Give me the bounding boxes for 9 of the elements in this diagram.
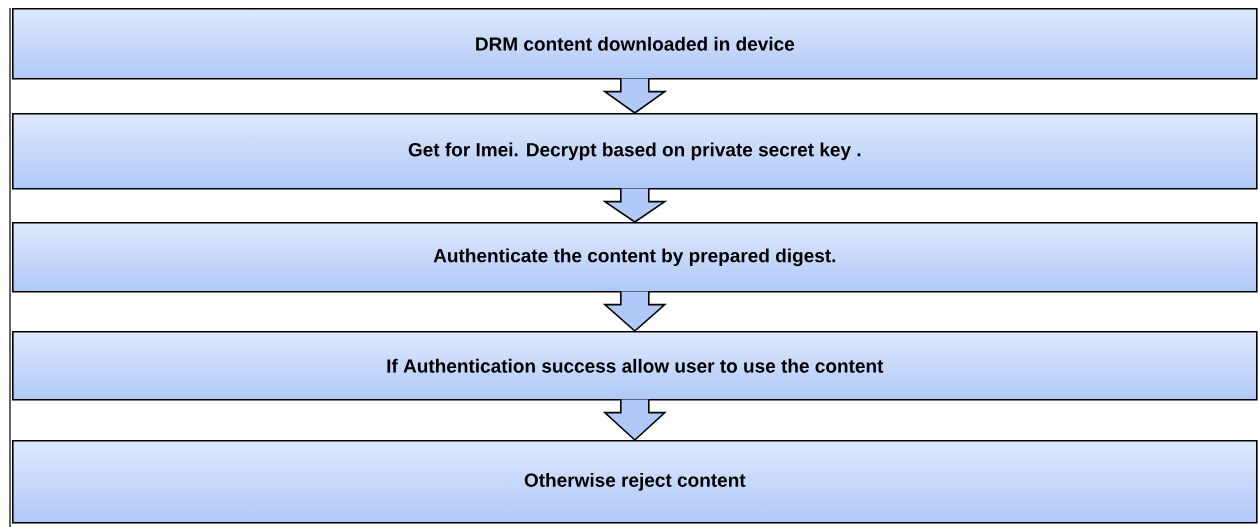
arrow (602, 290, 667, 333)
process-box: DRM content downloaded in device (12, 8, 1258, 80)
arrow (602, 187, 668, 223)
process-box: Otherwise reject content (12, 440, 1258, 524)
process-box: Get for Imei. Decrypt based on private secret key . (12, 113, 1258, 190)
arrow (602, 77, 668, 114)
process-box: Authenticate the content by prepared digest. (12, 222, 1258, 293)
process-box: If Authentication success allow user to use the content (12, 331, 1258, 401)
arrow (602, 398, 667, 442)
